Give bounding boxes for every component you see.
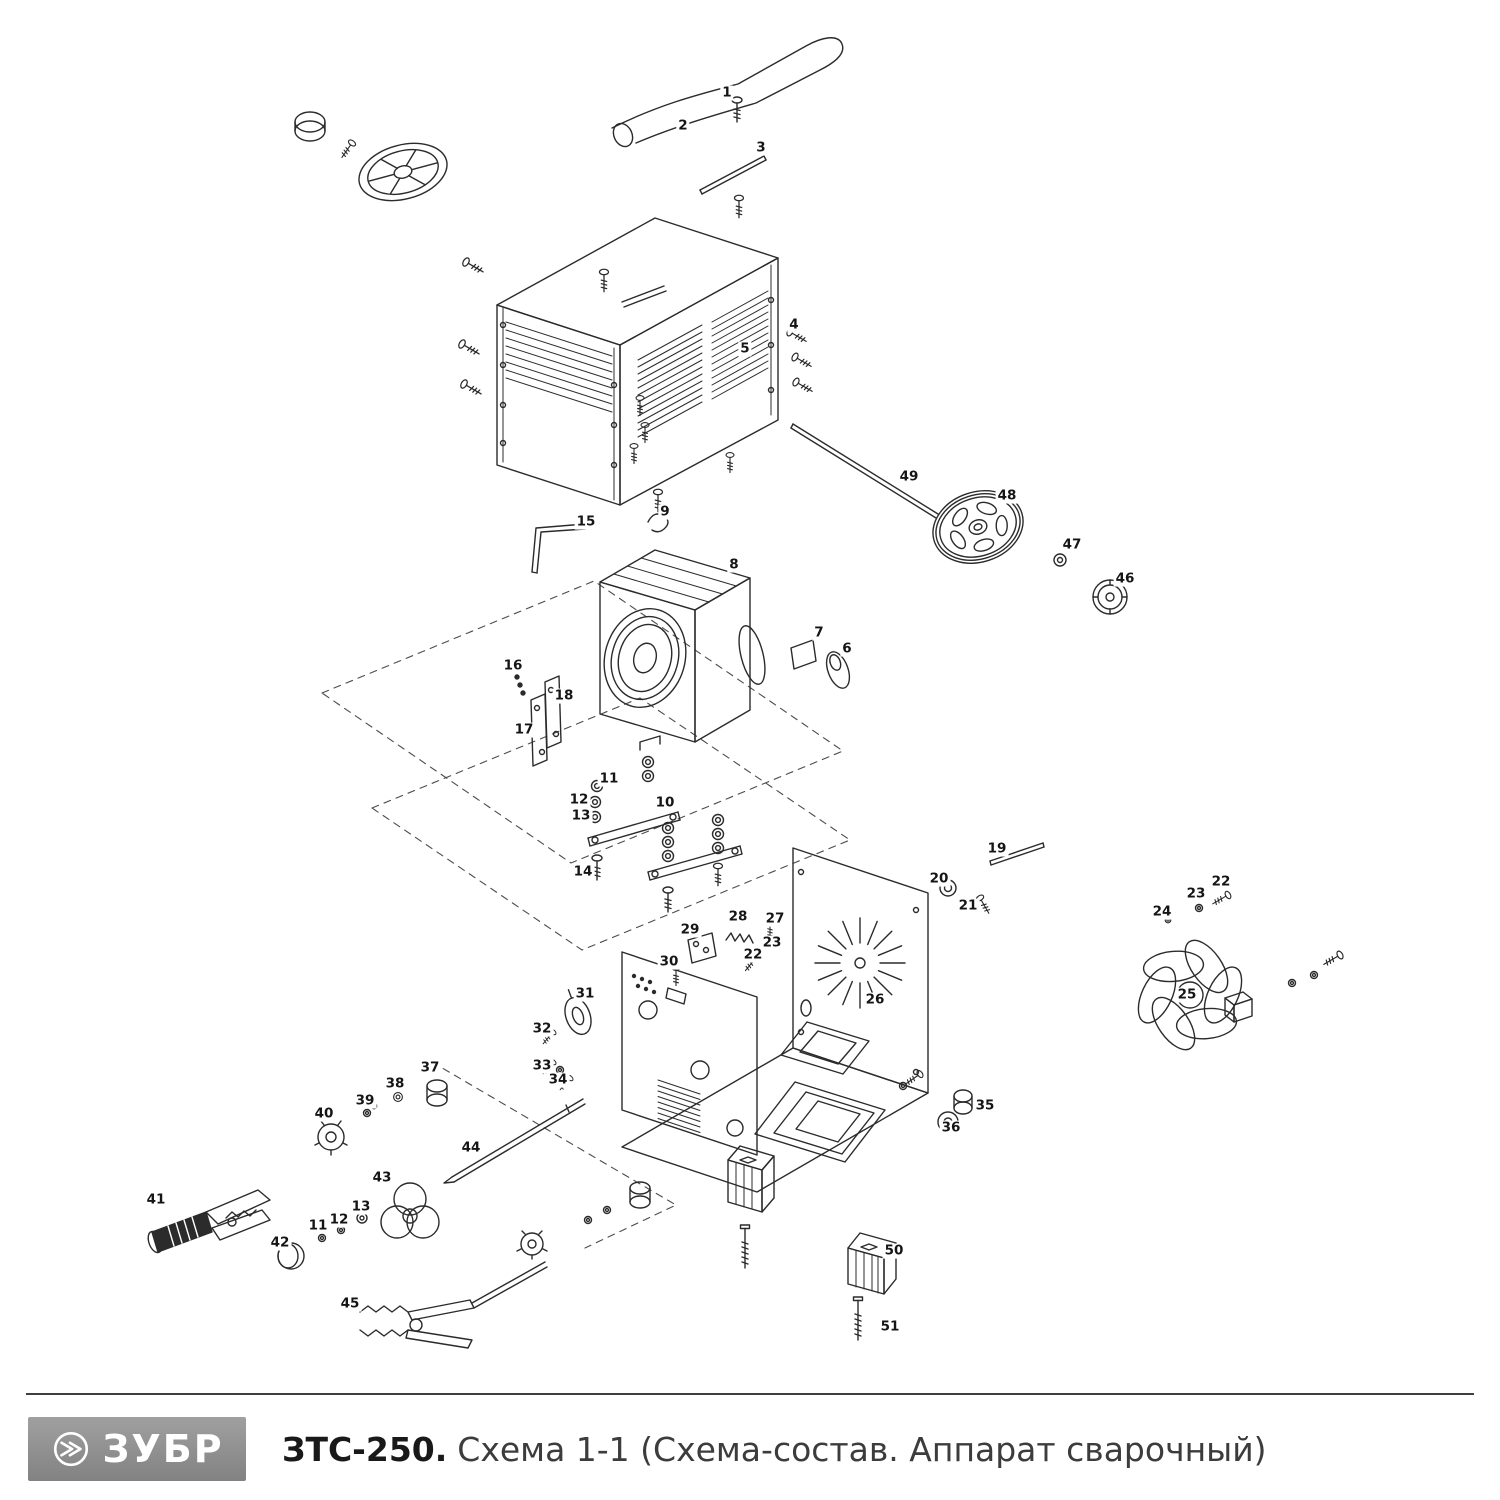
part-label-24: 24 <box>1150 903 1174 920</box>
diagram-caption: ЗТС-250.Схема 1-1 (Схема-состав. Аппарат… <box>282 1430 1267 1469</box>
part-label-41: 41 <box>144 1191 168 1208</box>
part-label-40: 40 <box>312 1105 336 1122</box>
zubr-logo-icon <box>54 1431 89 1467</box>
panel-sockets-drawing <box>516 1145 775 1269</box>
part-label-9: 9 <box>658 503 672 520</box>
knob-6-drawing <box>825 651 851 689</box>
part-label-6: 6 <box>840 640 854 657</box>
part-label-23: 23 <box>760 934 784 951</box>
part-label-50: 50 <box>882 1242 906 1259</box>
part-label-31: 31 <box>573 985 597 1002</box>
zubr-logo-text: ЗУБР <box>102 1427 224 1471</box>
washer-47-drawing <box>1053 553 1067 567</box>
part-label-15: 15 <box>574 513 598 530</box>
handwheel-43-drawing <box>380 1182 440 1239</box>
model-number: ЗТС-250. <box>282 1429 448 1469</box>
fan-grill-drawing <box>814 917 906 1009</box>
part-label-28: 28 <box>726 908 750 925</box>
part-label-3: 3 <box>754 139 768 156</box>
part-label-48: 48 <box>995 487 1019 504</box>
part-label-13: 13 <box>349 1198 373 1215</box>
part-label-13: 13 <box>569 807 593 824</box>
transformer-drawing <box>599 549 766 743</box>
part-label-10: 10 <box>653 794 677 811</box>
part-label-18: 18 <box>552 687 576 704</box>
part-label-49: 49 <box>897 468 921 485</box>
cover-drawing <box>496 217 779 513</box>
footer-divider <box>26 1393 1474 1395</box>
part-label-12: 12 <box>327 1211 351 1228</box>
star-knob-40-drawing <box>314 1120 348 1156</box>
crossbar-drawing <box>699 155 767 219</box>
axle-drawing <box>790 423 939 519</box>
ground-clamp-45-drawing <box>359 1261 548 1349</box>
busbar-drawing <box>587 735 743 913</box>
part-label-16: 16 <box>501 657 525 674</box>
part-label-22: 22 <box>741 946 765 963</box>
part-label-4: 4 <box>787 316 801 333</box>
part-label-25: 25 <box>1175 986 1199 1003</box>
part-label-29: 29 <box>678 921 702 938</box>
small-plates-drawing <box>514 674 562 767</box>
part-label-47: 47 <box>1060 536 1084 553</box>
part-label-26: 26 <box>863 991 887 1008</box>
caption-text: Схема 1-1 (Схема-состав. Аппарат сварочн… <box>457 1429 1267 1469</box>
dashed-guides <box>321 580 851 1249</box>
footer: ЗУБР ЗТС-250.Схема 1-1 (Схема-состав. Ап… <box>0 1395 1500 1481</box>
part-label-11: 11 <box>306 1217 330 1234</box>
part-label-38: 38 <box>383 1075 407 1092</box>
part-label-5: 5 <box>738 340 752 357</box>
hubcap-drawing <box>294 111 358 161</box>
part-label-1: 1 <box>720 84 734 101</box>
part-label-22: 22 <box>1209 873 1233 890</box>
part-label-45: 45 <box>338 1295 362 1312</box>
rod-44-drawing <box>443 1098 586 1184</box>
zubr-logo: ЗУБР <box>28 1417 246 1481</box>
front-wheel-drawing <box>358 142 448 202</box>
part-label-7: 7 <box>812 624 826 641</box>
handle-assembly-drawing <box>611 37 844 148</box>
part-label-19: 19 <box>985 840 1009 857</box>
part-label-51: 51 <box>878 1318 902 1335</box>
part-label-46: 46 <box>1113 570 1137 587</box>
terminal-cluster-drawing <box>671 919 777 987</box>
part-label-34: 34 <box>546 1071 570 1088</box>
part-label-20: 20 <box>927 870 951 887</box>
part-label-12: 12 <box>567 791 591 808</box>
part-label-42: 42 <box>268 1234 292 1251</box>
small-wheel-46-drawing <box>1092 579 1128 615</box>
chassis-drawing <box>621 847 929 1193</box>
electrode-holder-41-drawing <box>147 1189 271 1254</box>
part-label-2: 2 <box>676 117 690 134</box>
knob-31-drawing <box>564 988 592 1036</box>
part-label-39: 39 <box>353 1092 377 1109</box>
axle-bolt-19-21-drawing <box>939 842 1045 916</box>
part-label-32: 32 <box>530 1020 554 1037</box>
part-label-36: 36 <box>939 1119 963 1136</box>
part-label-33: 33 <box>530 1057 554 1074</box>
rear-wheel-drawing <box>932 490 1024 564</box>
plate-7-drawing <box>790 639 817 670</box>
part-label-37: 37 <box>418 1059 442 1076</box>
part-label-23: 23 <box>1184 885 1208 902</box>
connector-block-50-drawing <box>847 1232 897 1341</box>
part-label-44: 44 <box>459 1139 483 1156</box>
part-label-14: 14 <box>571 863 595 880</box>
hook-drawing <box>647 513 669 533</box>
spacers-37-39-drawing <box>362 1079 448 1118</box>
part-label-11: 11 <box>597 770 621 787</box>
part-label-35: 35 <box>973 1097 997 1114</box>
part-label-17: 17 <box>512 721 536 738</box>
part-label-27: 27 <box>763 910 787 927</box>
part-label-43: 43 <box>370 1169 394 1186</box>
part-label-21: 21 <box>956 897 980 914</box>
part-label-30: 30 <box>657 953 681 970</box>
part-label-8: 8 <box>727 556 741 573</box>
